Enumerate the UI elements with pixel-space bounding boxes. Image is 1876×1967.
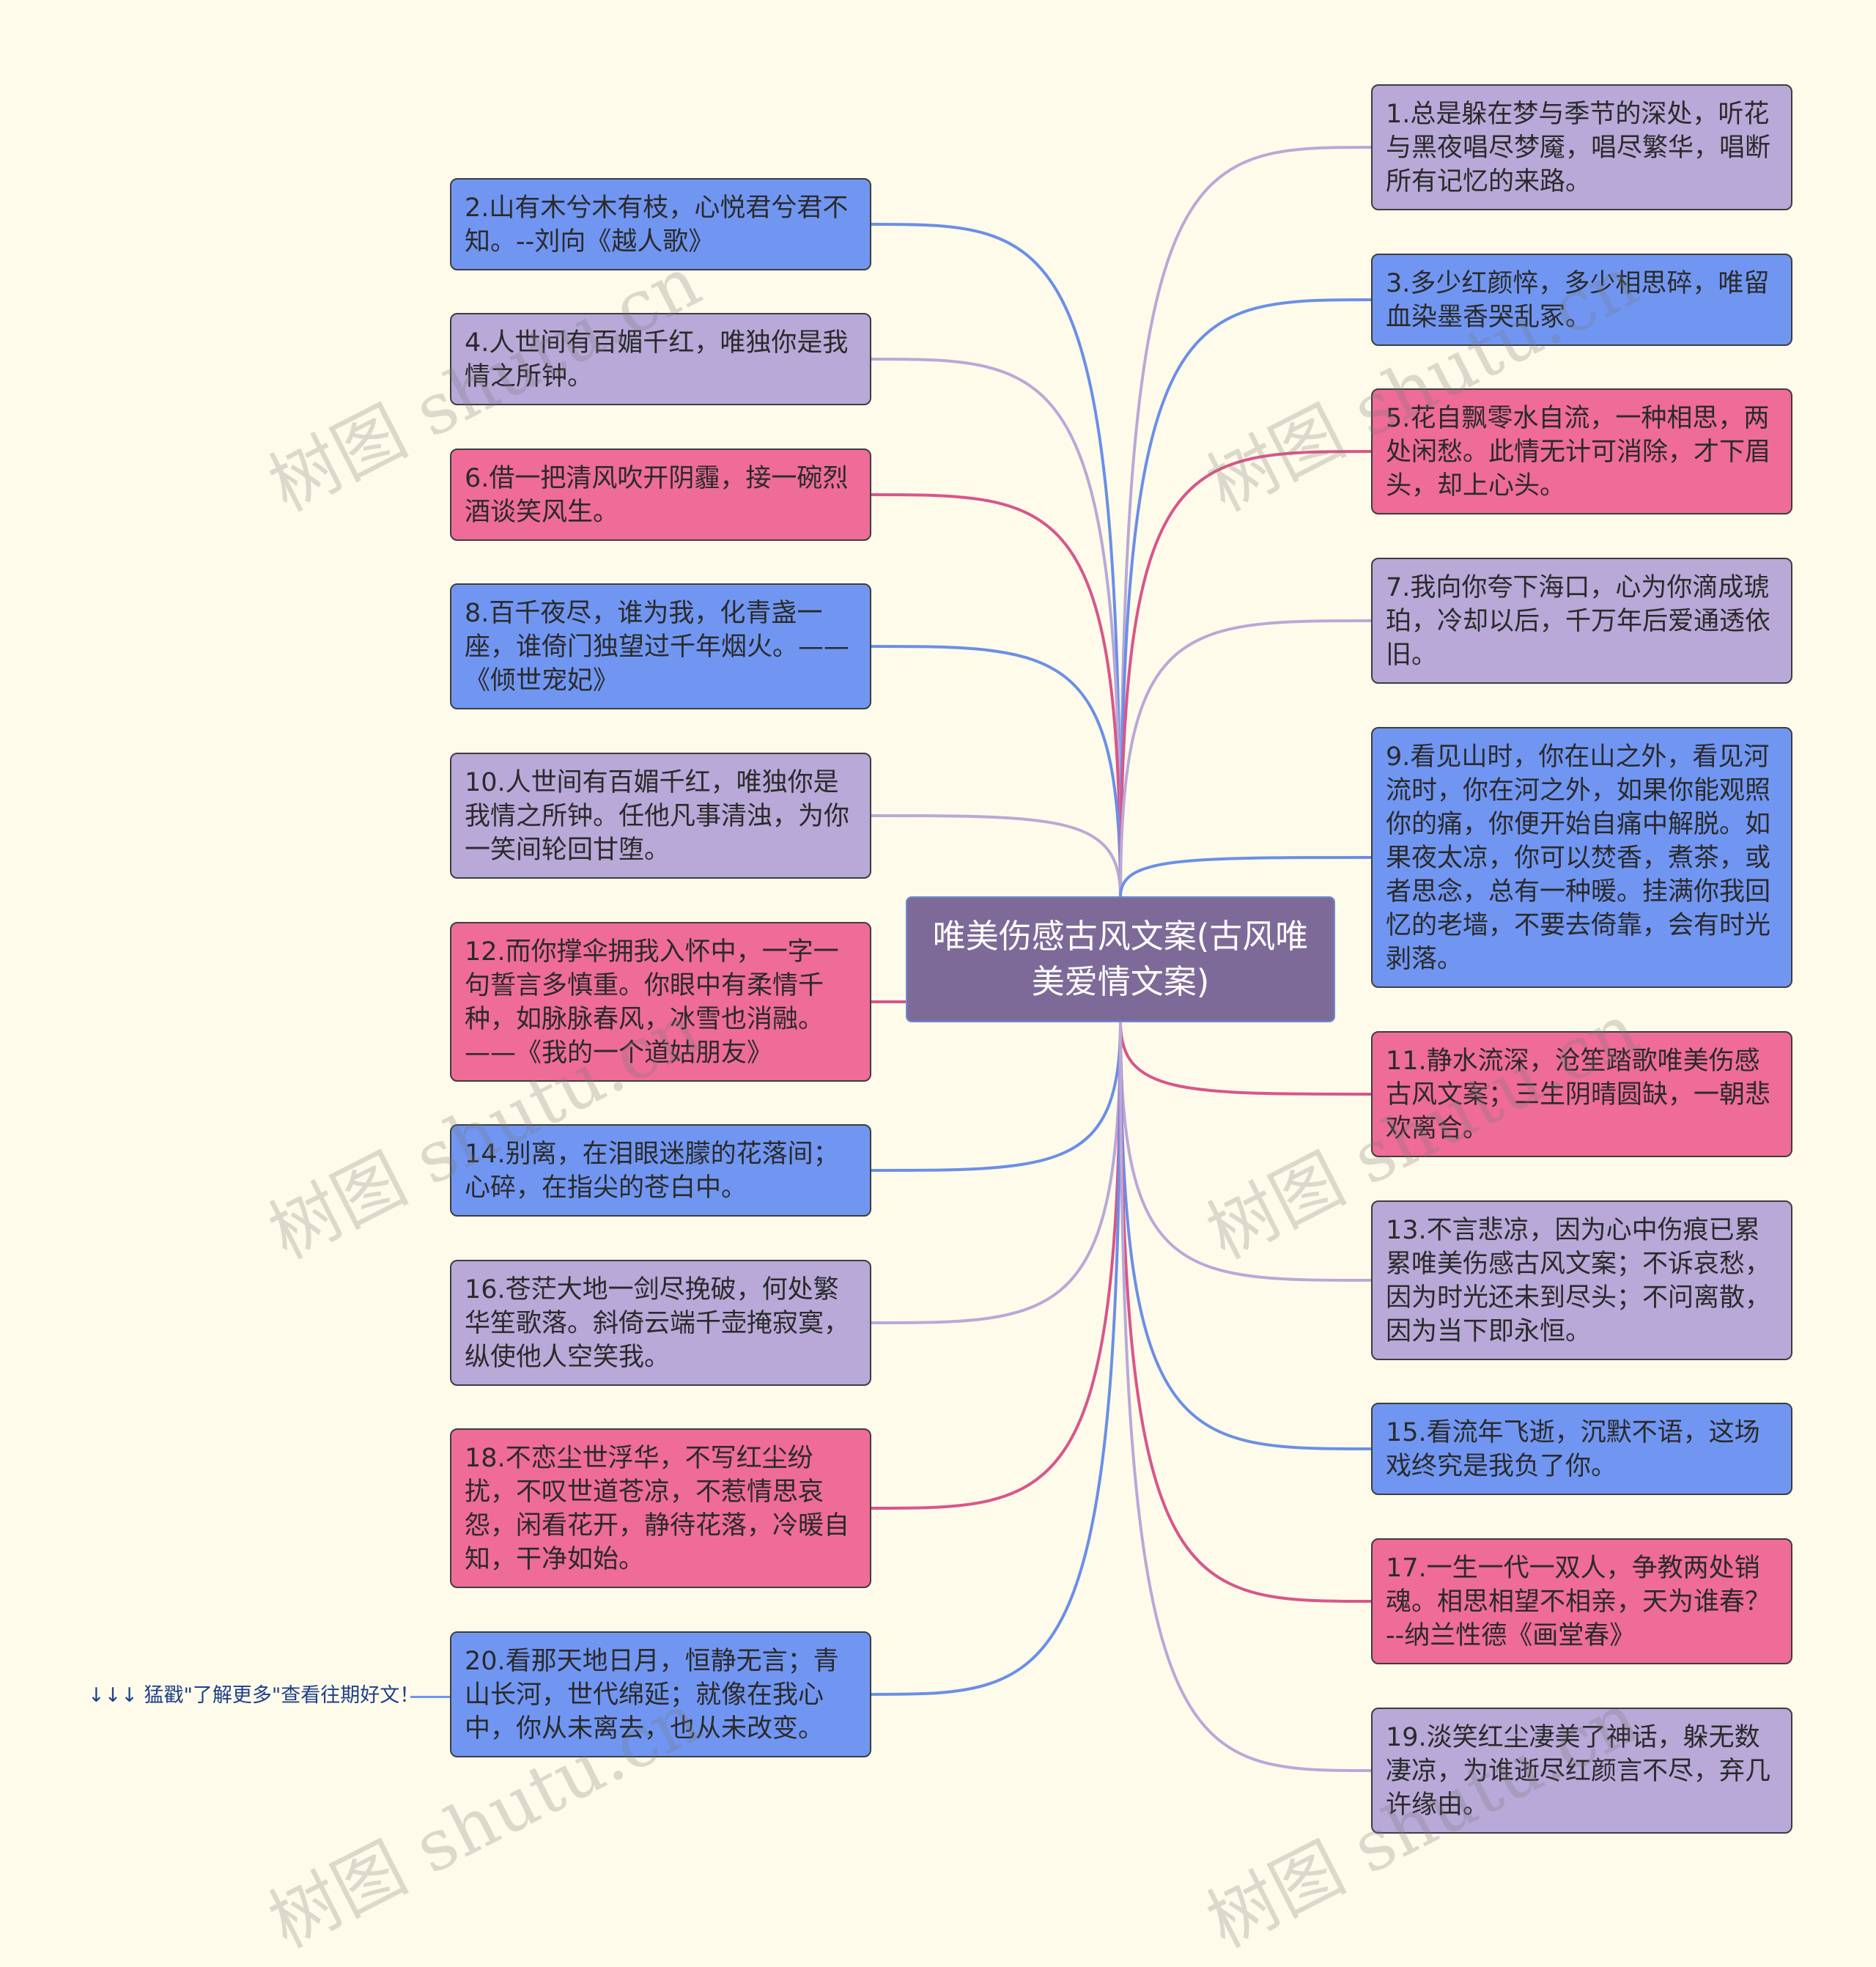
branch-node-text: 16.苍茫大地一剑尽挽破，何处繁华笙歌落。斜倚云端千壶掩寂寞，纵使他人空笑我。	[465, 1275, 850, 1372]
branch-node[interactable]: 9.看见山时，你在山之外，看见河流时，你在河之外，如果你能观照你的痛，你便开始自…	[1371, 727, 1792, 988]
branch-node-text: 4.人世间有百媚千红，唯独你是我情之所钟。	[465, 328, 849, 391]
branch-node-text: 12.而你撑伞拥我入怀中，一字一句誓言多慎重。你眼中有柔情千种，如脉脉春风，冰雪…	[465, 937, 839, 1068]
connector-line	[871, 1022, 1122, 1324]
connector-line	[1119, 1022, 1372, 1603]
branch-node[interactable]: 5.花自飘零水自流，一种相思，两处闲愁。此情无计可消除，才下眉头，却上心头。	[1371, 388, 1792, 514]
branch-node-text: 6.借一把清风吹开阴霾，接一碗烈酒谈笑风生。	[465, 464, 849, 527]
branch-node-text: 2.山有木兮木有枝，心悦君兮君不知。--刘向《越人歌》	[465, 193, 849, 257]
footer-connector	[410, 1696, 450, 1698]
connector-line	[871, 1022, 1122, 1510]
branch-node-text: 1.总是躲在梦与季节的深处，听花与黑夜唱尽梦魇，唱尽繁华，唱断所有记忆的来路。	[1386, 100, 1771, 196]
branch-node[interactable]: 15.看流年飞逝，沉默不语，这场戏终究是我负了你。	[1371, 1403, 1792, 1495]
branch-node[interactable]: 2.山有木兮木有枝，心悦君兮君不知。--刘向《越人歌》	[450, 178, 871, 270]
connector-line	[871, 814, 1122, 897]
connector-line	[1119, 856, 1372, 897]
branch-node-text: 18.不恋尘世浮华，不写红尘纷扰，不叹世道苍凉，不惹情思哀怨，闲看花开，静待花落…	[465, 1444, 850, 1574]
branch-node[interactable]: 6.借一把清风吹开阴霾，接一碗烈酒谈笑风生。	[450, 449, 871, 541]
branch-node[interactable]: 20.看那天地日月，恒静无言；青山长河，世代绵延；就像在我心中，你从未离去，也从…	[450, 1631, 871, 1757]
root-topic-label: 唯美伤感古风文案(古风唯美爱情文案)	[932, 917, 1309, 1001]
branch-node-text: 15.看流年飞逝，沉默不语，这场戏终究是我负了你。	[1386, 1418, 1760, 1481]
branch-node-text: 10.人世间有百媚千红，唯独你是我情之所钟。任他凡事清浊，为你一笑间轮回甘堕。	[465, 768, 850, 865]
branch-node[interactable]: 11.静水流深，沧笙踏歌唯美伤感古风文案；三生阴晴圆缺，一朝悲欢离合。	[1371, 1031, 1792, 1157]
connector-line	[1119, 1022, 1372, 1450]
branch-node-text: 20.看那天地日月，恒静无言；青山长河，世代绵延；就像在我心中，你从未离去，也从…	[465, 1647, 839, 1743]
connector-line	[1119, 1022, 1372, 1282]
branch-node-text: 7.我向你夸下海口，心为你滴成琥珀，冷却以后，千万年后爱通透依旧。	[1386, 573, 1771, 670]
branch-node[interactable]: 13.不言悲凉，因为心中伤痕已累累唯美伤感古风文案；不诉哀愁，因为时光还未到尽头…	[1371, 1200, 1792, 1360]
branch-node-text: 5.花自飘零水自流，一种相思，两处闲愁。此情无计可消除，才下眉头，却上心头。	[1386, 404, 1771, 501]
branch-node[interactable]: 1.总是躲在梦与季节的深处，听花与黑夜唱尽梦魇，唱尽繁华，唱断所有记忆的来路。	[1371, 84, 1792, 210]
branch-node[interactable]: 19.淡笑红尘凄美了神话，躲无数凄凉，为谁逝尽红颜言不尽，弃几许缘由。	[1371, 1708, 1792, 1834]
more-articles-link-text: ↓↓↓ 猛戳"了解更多"查看往期好文！	[88, 1684, 420, 1707]
branch-node[interactable]: 18.不恋尘世浮华，不写红尘纷扰，不叹世道苍凉，不惹情思哀怨，闲看花开，静待花落…	[450, 1428, 871, 1588]
branch-node-text: 13.不言悲凉，因为心中伤痕已累累唯美伤感古风文案；不诉哀愁，因为时光还未到尽头…	[1386, 1216, 1771, 1346]
root-topic[interactable]: 唯美伤感古风文案(古风唯美爱情文案)	[906, 896, 1335, 1022]
connector-line	[871, 493, 1122, 897]
branch-node[interactable]: 8.百千夜尽，谁为我，化青盏一座，谁倚门独望过千年烟火。——《倾世宠妃》	[450, 583, 871, 709]
more-articles-link[interactable]: ↓↓↓ 猛戳"了解更多"查看往期好文！	[88, 1681, 419, 1710]
branch-node-text: 8.百千夜尽，谁为我，化青盏一座，谁倚门独望过千年烟火。——《倾世宠妃》	[465, 599, 850, 695]
branch-node-text: 3.多少红颜悴，多少相思碎，唯留血染墨香哭乱冢。	[1386, 269, 1770, 332]
branch-node-text: 9.看见山时，你在山之外，看见河流时，你在河之外，如果你能观照你的痛，你便开始自…	[1386, 742, 1771, 974]
branch-node[interactable]: 17.一生一代一双人，争教两处销魂。相思相望不相亲，天为谁春？--纳兰性德《画堂…	[1371, 1538, 1792, 1664]
mindmap-canvas: 唯美伤感古风文案(古风唯美爱情文案) 2.山有木兮木有枝，心悦君兮君不知。--刘…	[88, 84, 1792, 1963]
connector-line	[1119, 1022, 1372, 1096]
branch-node[interactable]: 4.人世间有百媚千红，唯独你是我情之所钟。	[450, 313, 871, 405]
branch-node[interactable]: 10.人世间有百媚千红，唯独你是我情之所钟。任他凡事清浊，为你一笑间轮回甘堕。	[450, 753, 871, 879]
connector-line	[1119, 298, 1372, 897]
branch-node[interactable]: 3.多少红颜悴，多少相思碎，唯留血染墨香哭乱冢。	[1371, 254, 1792, 346]
branch-node-text: 19.淡笑红尘凄美了神话，躲无数凄凉，为谁逝尽红颜言不尽，弃几许缘由。	[1386, 1723, 1771, 1820]
branch-node[interactable]: 12.而你撑伞拥我入怀中，一字一句誓言多慎重。你眼中有柔情千种，如脉脉春风，冰雪…	[450, 922, 871, 1082]
branch-node-text: 14.别离，在泪眼迷朦的花落间；心碎，在指尖的苍白中。	[465, 1140, 839, 1203]
connector-line	[871, 1022, 1122, 1172]
connector-line	[1119, 450, 1372, 897]
connector-line	[871, 358, 1122, 897]
branch-node-text: 17.一生一代一双人，争教两处销魂。相思相望不相亲，天为谁春？--纳兰性德《画堂…	[1386, 1554, 1771, 1650]
connector-line	[1119, 619, 1372, 897]
connector-line	[871, 1022, 1122, 1696]
connector-line	[871, 223, 1122, 897]
branch-node[interactable]: 16.苍茫大地一剑尽挽破，何处繁华笙歌落。斜倚云端千壶掩寂寞，纵使他人空笑我。	[450, 1260, 871, 1386]
connector-line	[1119, 1022, 1372, 1772]
branch-node[interactable]: 14.别离，在泪眼迷朦的花落间；心碎，在指尖的苍白中。	[450, 1124, 871, 1217]
connector-line	[1119, 146, 1372, 897]
connector-line	[871, 645, 1122, 897]
branch-node[interactable]: 7.我向你夸下海口，心为你滴成琥珀，冷却以后，千万年后爱通透依旧。	[1371, 558, 1792, 684]
branch-node-text: 11.静水流深，沧笙踏歌唯美伤感古风文案；三生阴晴圆缺，一朝悲欢离合。	[1386, 1047, 1771, 1143]
